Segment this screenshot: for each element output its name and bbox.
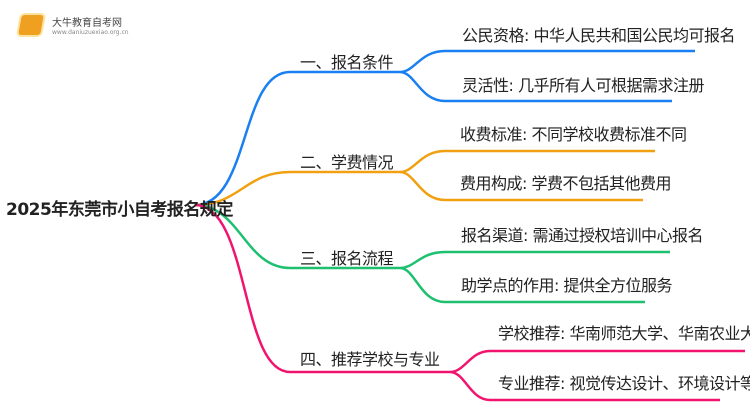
branch-2-label: 二、学费情况 <box>300 153 394 172</box>
branch-2-connector <box>194 170 400 207</box>
branch-4-label: 四、推荐学校与专业 <box>300 350 440 369</box>
branch-1-leaf-1: 公民资格: 中华人民共和国公民均可报名 <box>462 26 735 45</box>
branch-4-leaf-2: 专业推荐: 视觉传达设计、环境设计等 <box>498 374 750 393</box>
branch-3-label: 三、报名流程 <box>300 249 394 268</box>
logo-url: www.daniuzuexiao.org.cn <box>52 29 129 36</box>
branch-1-leaf-2: 灵活性: 几乎所有人可根据需求注册 <box>462 76 704 95</box>
branch-2-leaf-1: 收费标准: 不同学校收费标准不同 <box>460 125 687 144</box>
site-logo: 大牛教育自考网 www.daniuzuexiao.org.cn <box>18 14 129 36</box>
branch-3-leaf-1: 报名渠道: 需通过授权培训中心报名 <box>461 226 703 245</box>
branch-4-leaf-1: 学校推荐: 华南师范大学、华南农业大学等 <box>498 324 750 343</box>
root-node: 2025年东莞市小自考报名规定 <box>6 200 233 220</box>
branch-1-label: 一、报名条件 <box>300 53 394 72</box>
branch-2-leaf-connector <box>399 149 655 202</box>
branch-4-connector <box>194 203 450 374</box>
logo-name: 大牛教育自考网 <box>52 18 122 29</box>
branch-3-leaf-2: 助学点的作用: 提供全方位服务 <box>461 276 672 295</box>
branch-4-leaf-connector <box>449 349 745 402</box>
branch-1-connector <box>194 70 400 207</box>
branch-3-connector <box>194 203 400 270</box>
book-icon <box>18 15 44 35</box>
branch-1-leaf-connector <box>399 49 695 103</box>
branch-2-leaf-2: 费用构成: 学费不包括其他费用 <box>460 174 671 193</box>
branch-3-leaf-connector <box>399 250 670 304</box>
